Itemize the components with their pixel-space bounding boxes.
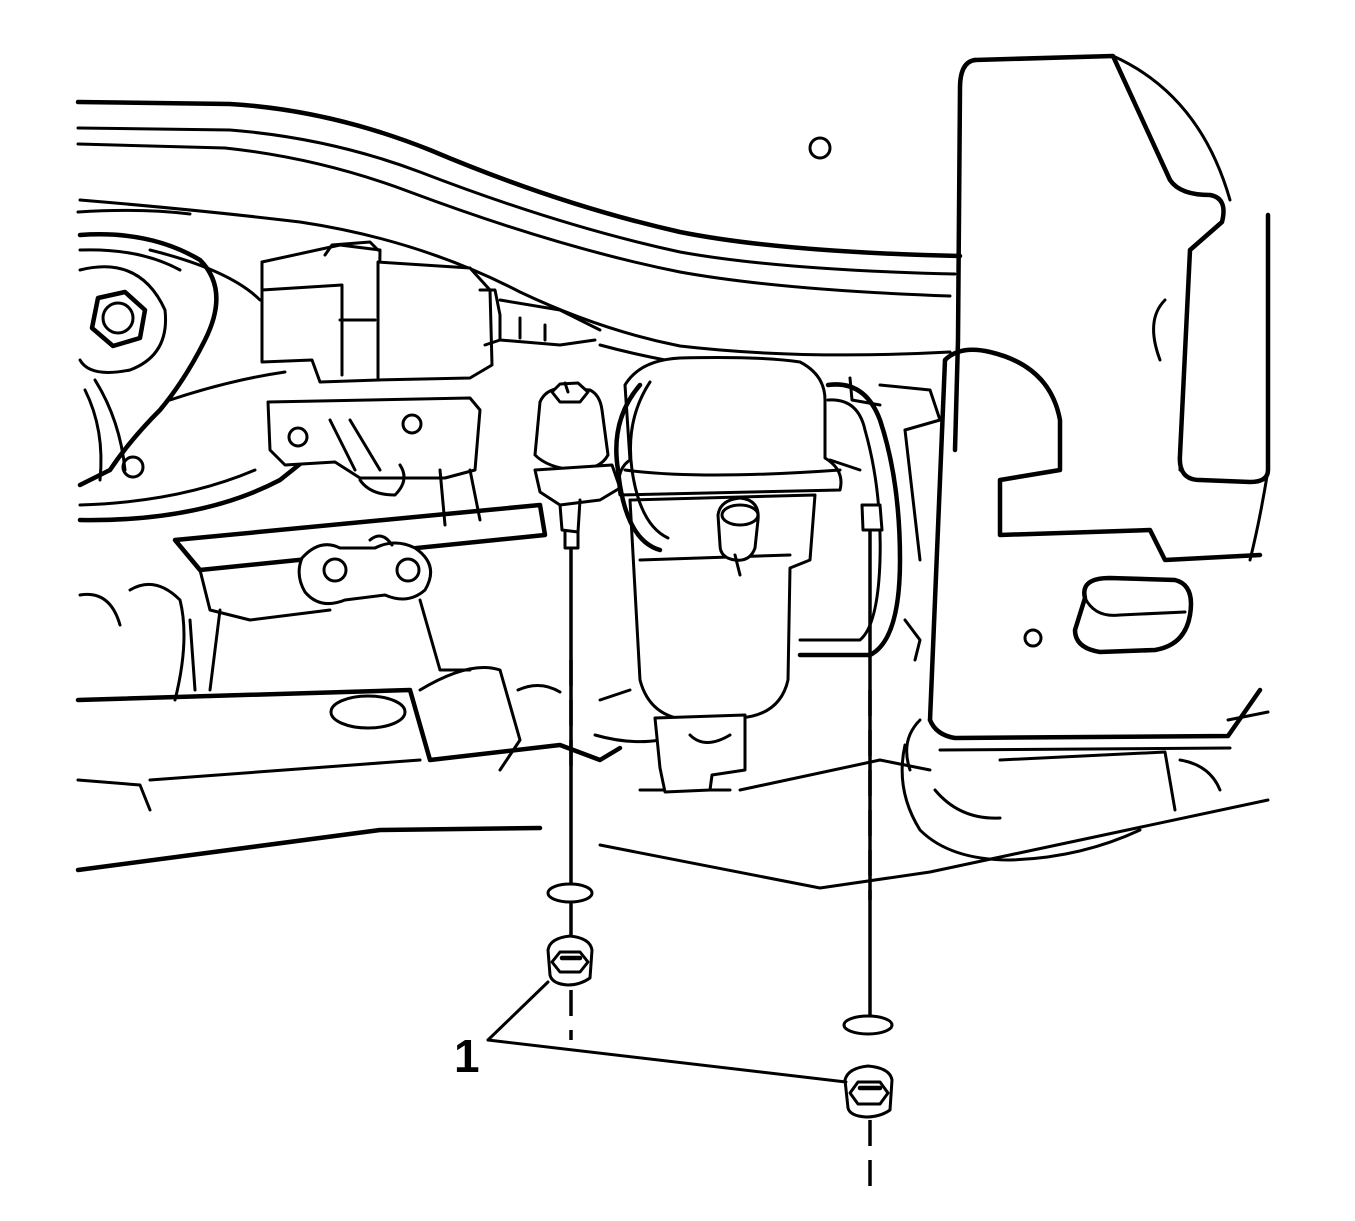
lower-link [78, 468, 548, 702]
callout-leaders [486, 980, 848, 1084]
callout-number-1: 1 [454, 1030, 480, 1082]
vacuum-pump [614, 356, 903, 794]
right-fastener-stack [842, 530, 894, 1190]
washer-left [546, 882, 594, 904]
left-mount [533, 381, 622, 550]
subframe [75, 666, 1270, 890]
right-stud-bracket [828, 376, 942, 662]
mounting-bracket [266, 396, 482, 497]
nut-right [843, 1064, 894, 1119]
right-bracket [808, 53, 1271, 752]
control-arm [77, 232, 333, 523]
washer-right [842, 1014, 894, 1036]
electrical-connector [260, 240, 602, 384]
right-lower-parts [900, 710, 1270, 862]
nut-left [546, 934, 594, 987]
left-fastener-stack [546, 548, 594, 1040]
